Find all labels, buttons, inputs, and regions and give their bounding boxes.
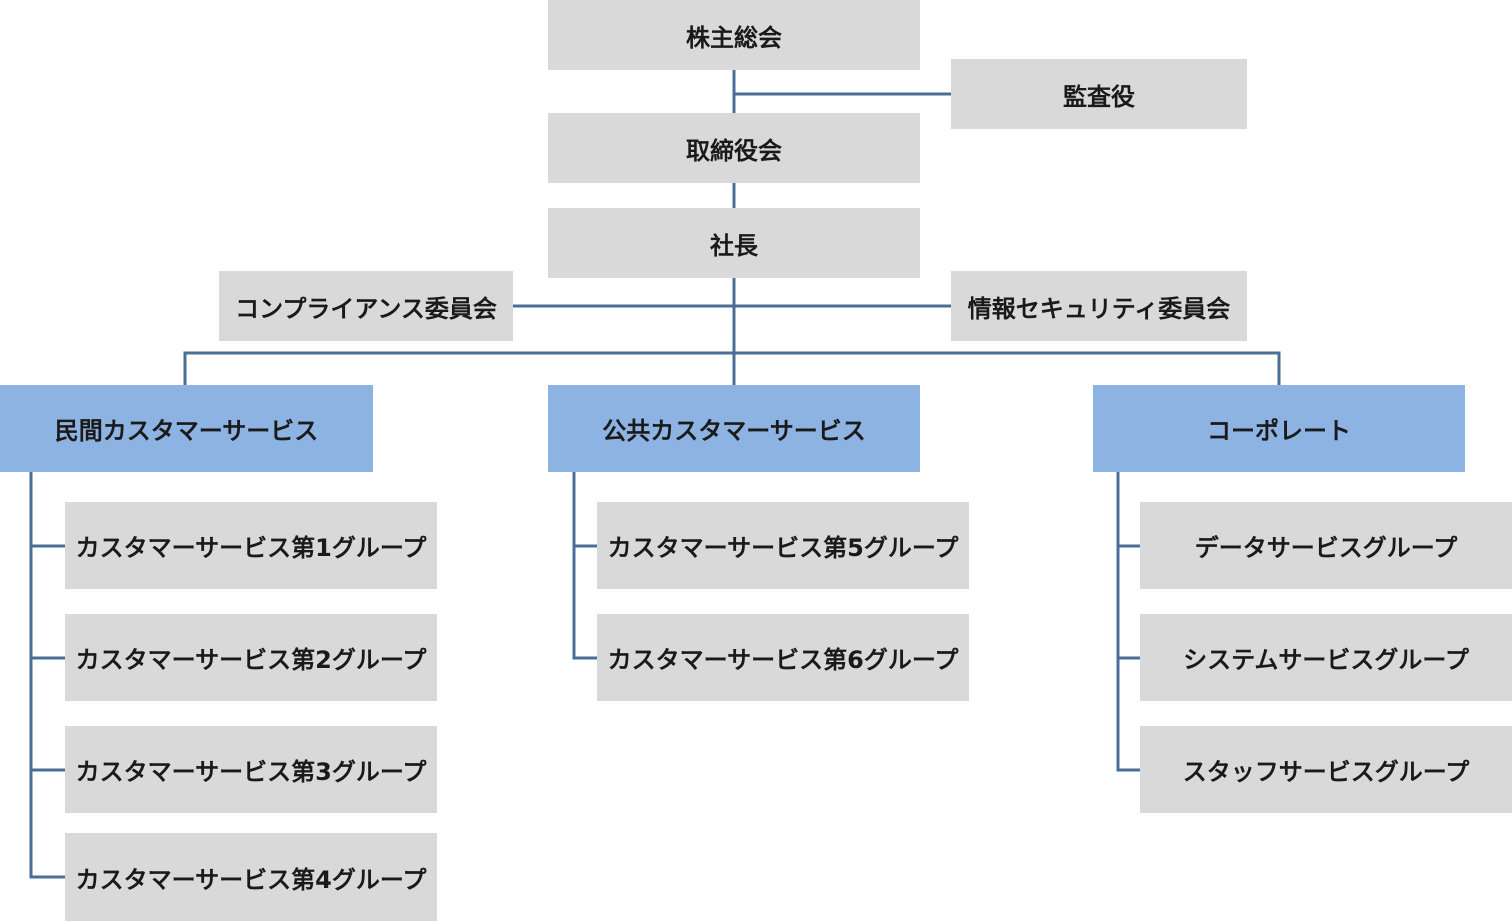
compliance-committee-box: コンプライアンス委員会: [219, 271, 513, 341]
division-label: コーポレート: [1207, 417, 1351, 445]
group-label: カスタマーサービス第6グループ: [607, 646, 959, 674]
group-box: カスタマーサービス第4グループ: [65, 833, 437, 921]
group-label: カスタマーサービス第3グループ: [75, 758, 427, 786]
shareholders-meeting-label: 株主総会: [686, 23, 782, 52]
group-label: スタッフサービスグループ: [1182, 758, 1470, 786]
division-box-private-customer-service: 民間カスタマーサービス: [0, 385, 373, 472]
group-label: カスタマーサービス第1グループ: [75, 534, 427, 562]
compliance-committee-label: コンプライアンス委員会: [235, 294, 497, 323]
group-label: カスタマーサービス第5グループ: [607, 534, 959, 562]
group-label: データサービスグループ: [1194, 534, 1458, 562]
group-box: カスタマーサービス第5グループ: [597, 502, 969, 589]
division-box-corporate: コーポレート: [1093, 385, 1465, 472]
division-label: 民間カスタマーサービス: [54, 417, 319, 445]
board-of-directors-label: 取締役会: [686, 136, 782, 165]
group-label: カスタマーサービス第4グループ: [75, 865, 427, 894]
group-label: システムサービスグループ: [1183, 646, 1469, 674]
group-box: システムサービスグループ: [1140, 614, 1512, 701]
group-box: カスタマーサービス第3グループ: [65, 726, 437, 813]
group-label: カスタマーサービス第2グループ: [75, 646, 427, 674]
board-of-directors-box: 取締役会: [548, 113, 920, 183]
group-box: カスタマーサービス第1グループ: [65, 502, 437, 589]
infosec-committee-label: 情報セキュリティ委員会: [967, 294, 1231, 323]
infosec-committee-box: 情報セキュリティ委員会: [951, 271, 1247, 341]
group-box: スタッフサービスグループ: [1140, 726, 1512, 813]
auditor-box: 監査役: [951, 59, 1247, 129]
president-box: 社長: [548, 208, 920, 278]
auditor-label: 監査役: [1063, 82, 1135, 111]
division-box-public-customer-service: 公共カスタマーサービス: [548, 385, 920, 472]
group-box: カスタマーサービス第6グループ: [597, 614, 969, 701]
shareholders-meeting-box: 株主総会: [548, 0, 920, 70]
president-label: 社長: [710, 231, 758, 260]
group-box: カスタマーサービス第2グループ: [65, 614, 437, 701]
division-label: 公共カスタマーサービス: [602, 417, 866, 445]
group-box: データサービスグループ: [1140, 502, 1512, 589]
